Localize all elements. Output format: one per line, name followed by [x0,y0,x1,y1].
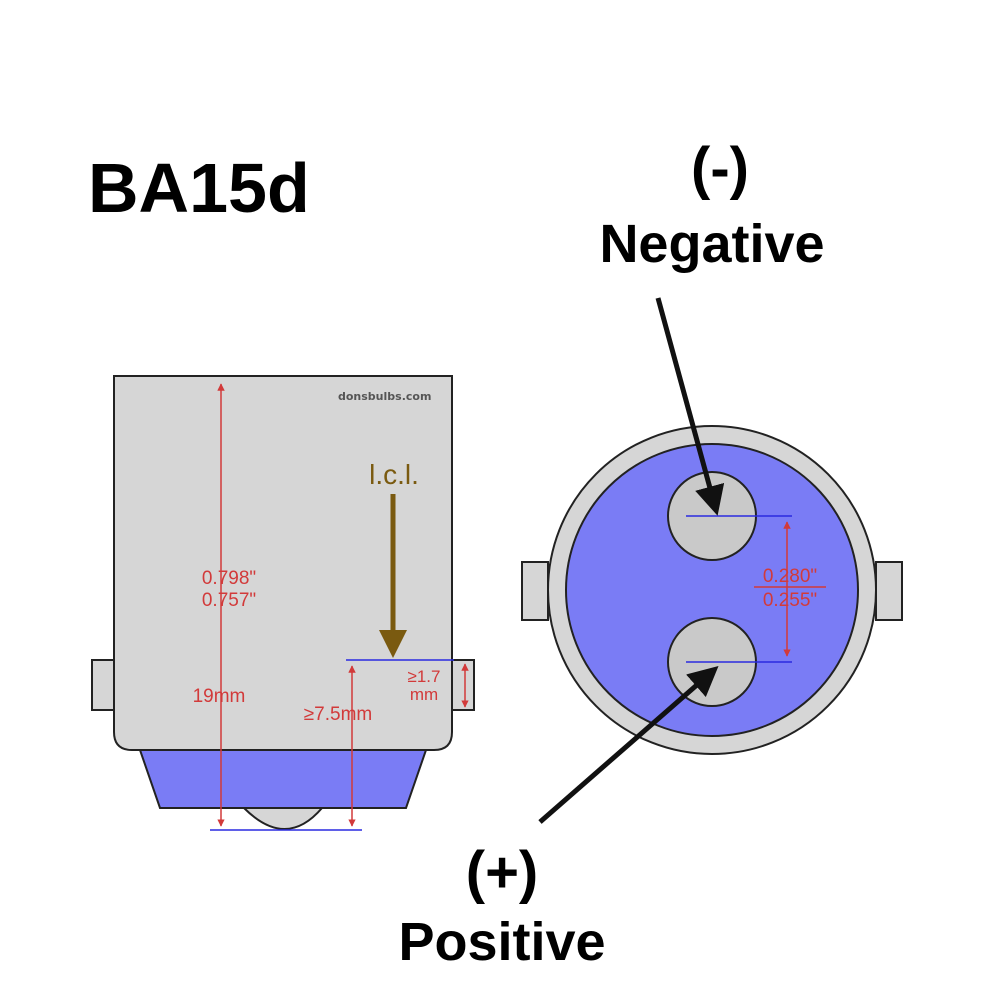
left-bayonet-pin [91,659,115,711]
negative-pointer-arrow [655,297,725,516]
contact-spacing-min: 0.255" [763,590,817,611]
positive-label: Positive [398,912,605,972]
overall-height-mm: 19mm [193,686,246,707]
right-bayonet-pin [451,659,475,711]
insulator-band [138,749,428,809]
diagram-title: BA15d [88,149,310,227]
end-view: 0.280" 0.255" [521,425,903,755]
negative-symbol: (-) [691,136,749,201]
contact-spacing-max: 0.280" [763,566,817,587]
positive-symbol: (+) [466,840,539,905]
overall-height-max: 0.798" [202,568,256,589]
insulator-disc [565,443,859,737]
solder-contact [241,807,325,830]
positive-pointer-arrow [538,666,719,824]
credit-watermark: donsbulbs.com [338,390,431,403]
side-view: donsbulbs.com l.c.l. 0.798" 0.757" 19mm … [91,375,475,831]
lcl-height-value: ≥7.5mm [304,704,373,725]
lcl-arrow-head [379,630,407,658]
lcl-label: l.c.l. [369,459,419,490]
base-shell [113,375,453,751]
end-left-pin [521,561,549,621]
negative-label: Negative [599,214,824,274]
overall-height-min: 0.757" [202,590,256,611]
pin-offset-unit: mm [410,685,438,704]
pin-offset-value: ≥1.7 [408,667,441,686]
end-right-pin [875,561,903,621]
